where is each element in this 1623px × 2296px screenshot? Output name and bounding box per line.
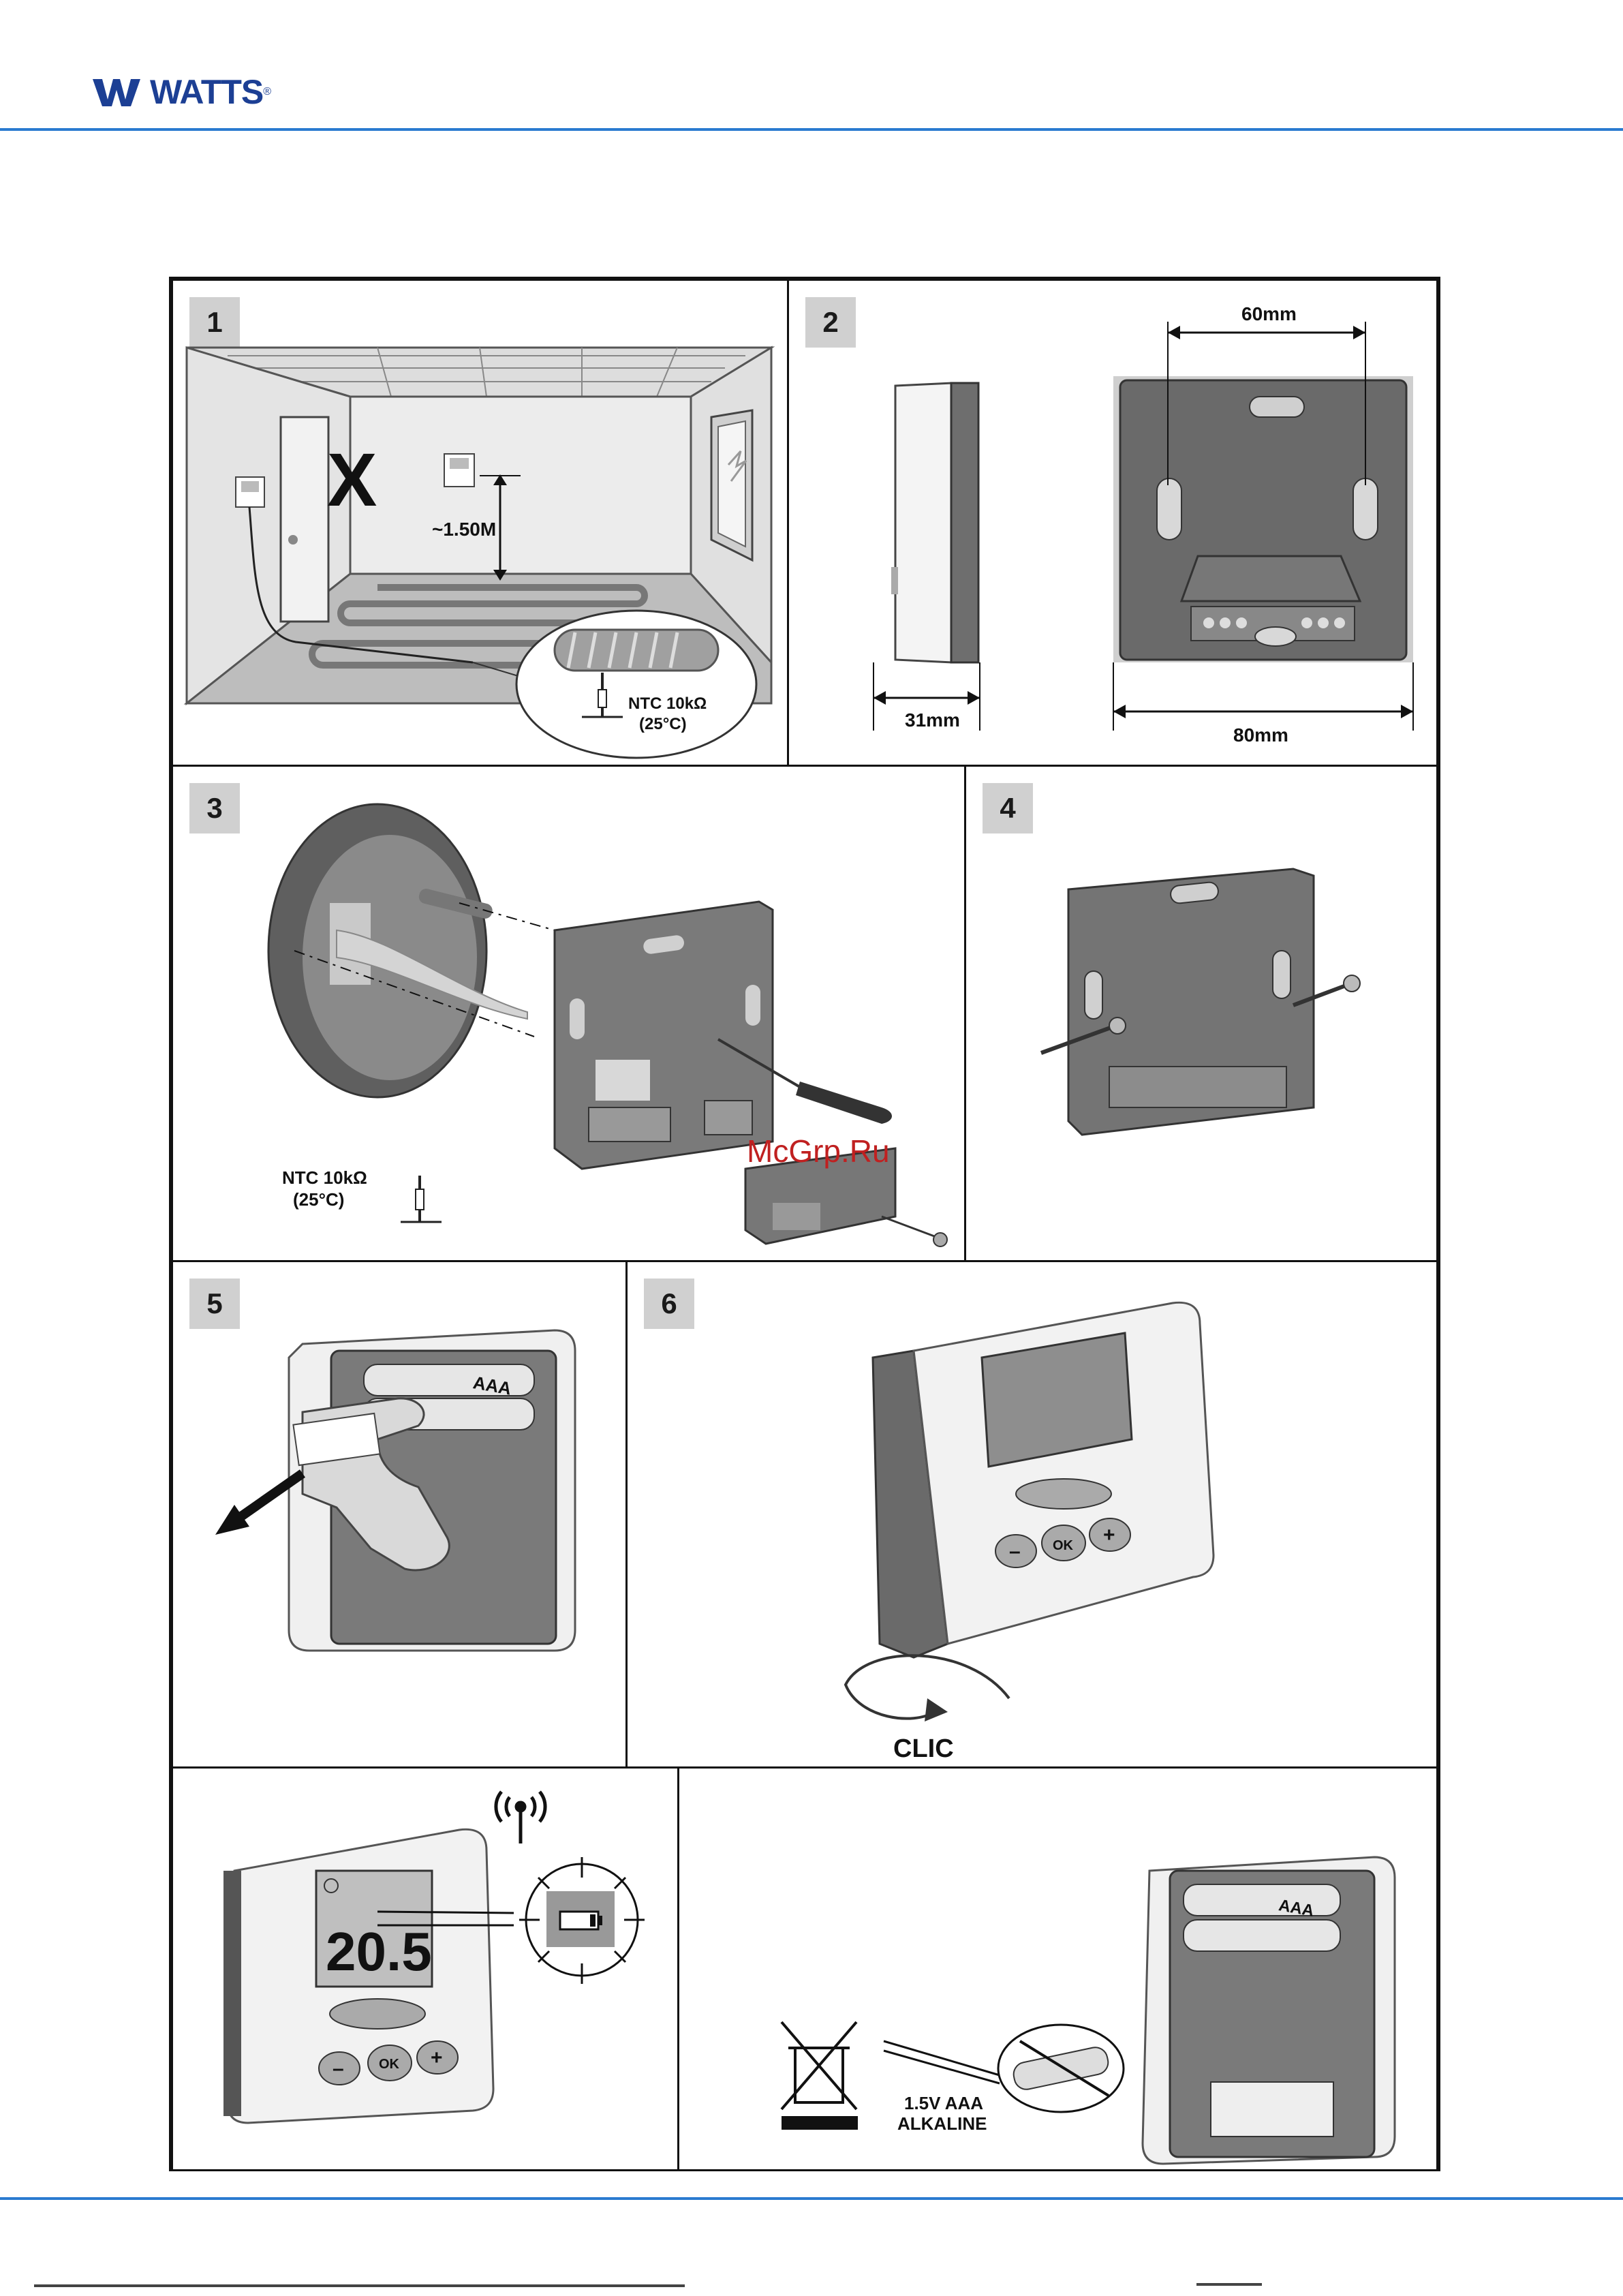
battery-spec-line2: ALKALINE: [897, 2113, 987, 2134]
radio-signal-icon: [496, 1792, 545, 1843]
minus-button-label: –: [333, 2057, 344, 2080]
ok-button-label: OK: [379, 2057, 400, 2072]
dimensions-illustration: 31mm 60mm 80mm: [789, 281, 1438, 767]
plate-screws-illustration: [966, 767, 1438, 1262]
sensor-label: NTC 10kΩ: [628, 694, 707, 713]
step-3-panel: 3 McGrp.Ru: [171, 765, 966, 1262]
battery-low-icon: [560, 1912, 602, 1929]
step-2-panel: 2 31mm 60mm: [787, 279, 1438, 767]
temperature-readout: 20.5: [326, 1921, 432, 1982]
footer-rule: [0, 2197, 1623, 2200]
hole-spacing-label: 60mm: [1241, 303, 1297, 324]
thermostat-display-illustration: 20.5 – OK +: [173, 1769, 679, 2171]
crossed-bin-icon: [782, 2022, 858, 2130]
width-label: 80mm: [1233, 724, 1288, 746]
height-label: ~1.50M: [432, 519, 496, 540]
sensor-label: NTC 10kΩ: [282, 1167, 367, 1188]
brand-logo: WATTS ®: [93, 74, 271, 110]
sensor-temp-label: (25°C): [639, 715, 687, 733]
sensor-temp-label: (25°C): [293, 1189, 344, 1210]
battery-replacement-panel: AAA 1.5V AAA ALKALINE: [677, 1766, 1438, 2171]
ok-button-label: OK: [1053, 1538, 1074, 1553]
battery-tab-removal-illustration: AAA: [173, 1262, 628, 1769]
footer-line: [34, 2284, 685, 2287]
plus-button-label: +: [1103, 1524, 1115, 1546]
watts-w-mark-icon: [93, 76, 149, 108]
header-rule: [0, 128, 1623, 131]
depth-label: 31mm: [905, 709, 960, 731]
room-installation-illustration: X ~1.50M NTC 10kΩ: [173, 281, 789, 767]
display-panel: 20.5 – OK +: [171, 1766, 679, 2171]
forbidden-x-mark: X: [327, 438, 377, 522]
step-4-panel: 4: [964, 765, 1438, 1262]
footer-mark-icon: [1196, 2282, 1262, 2289]
instruction-frame: 1 X: [169, 277, 1440, 2171]
brand-name: WATTS: [150, 72, 263, 112]
clic-label: CLIC: [893, 1734, 954, 1763]
step-5-panel: 5 AAA: [171, 1260, 628, 1769]
watermark-text: McGrp.Ru: [747, 1133, 890, 1169]
wall-box-mounting-illustration: McGrp.Ru NTC 10kΩ (25°C): [173, 767, 966, 1262]
clip-on-illustration: – OK + CLIC: [628, 1262, 1438, 1769]
step-1-panel: 1 X: [171, 279, 789, 767]
battery-spec-line1: 1.5V AAA: [904, 2093, 983, 2113]
minus-button-label: –: [1009, 1540, 1021, 1563]
step-6-panel: 6 – OK + CLIC: [625, 1260, 1438, 1769]
registered-mark: ®: [263, 86, 271, 98]
plus-button-label: +: [431, 2047, 443, 2069]
battery-replacement-illustration: AAA 1.5V AAA ALKALINE: [679, 1769, 1438, 2171]
